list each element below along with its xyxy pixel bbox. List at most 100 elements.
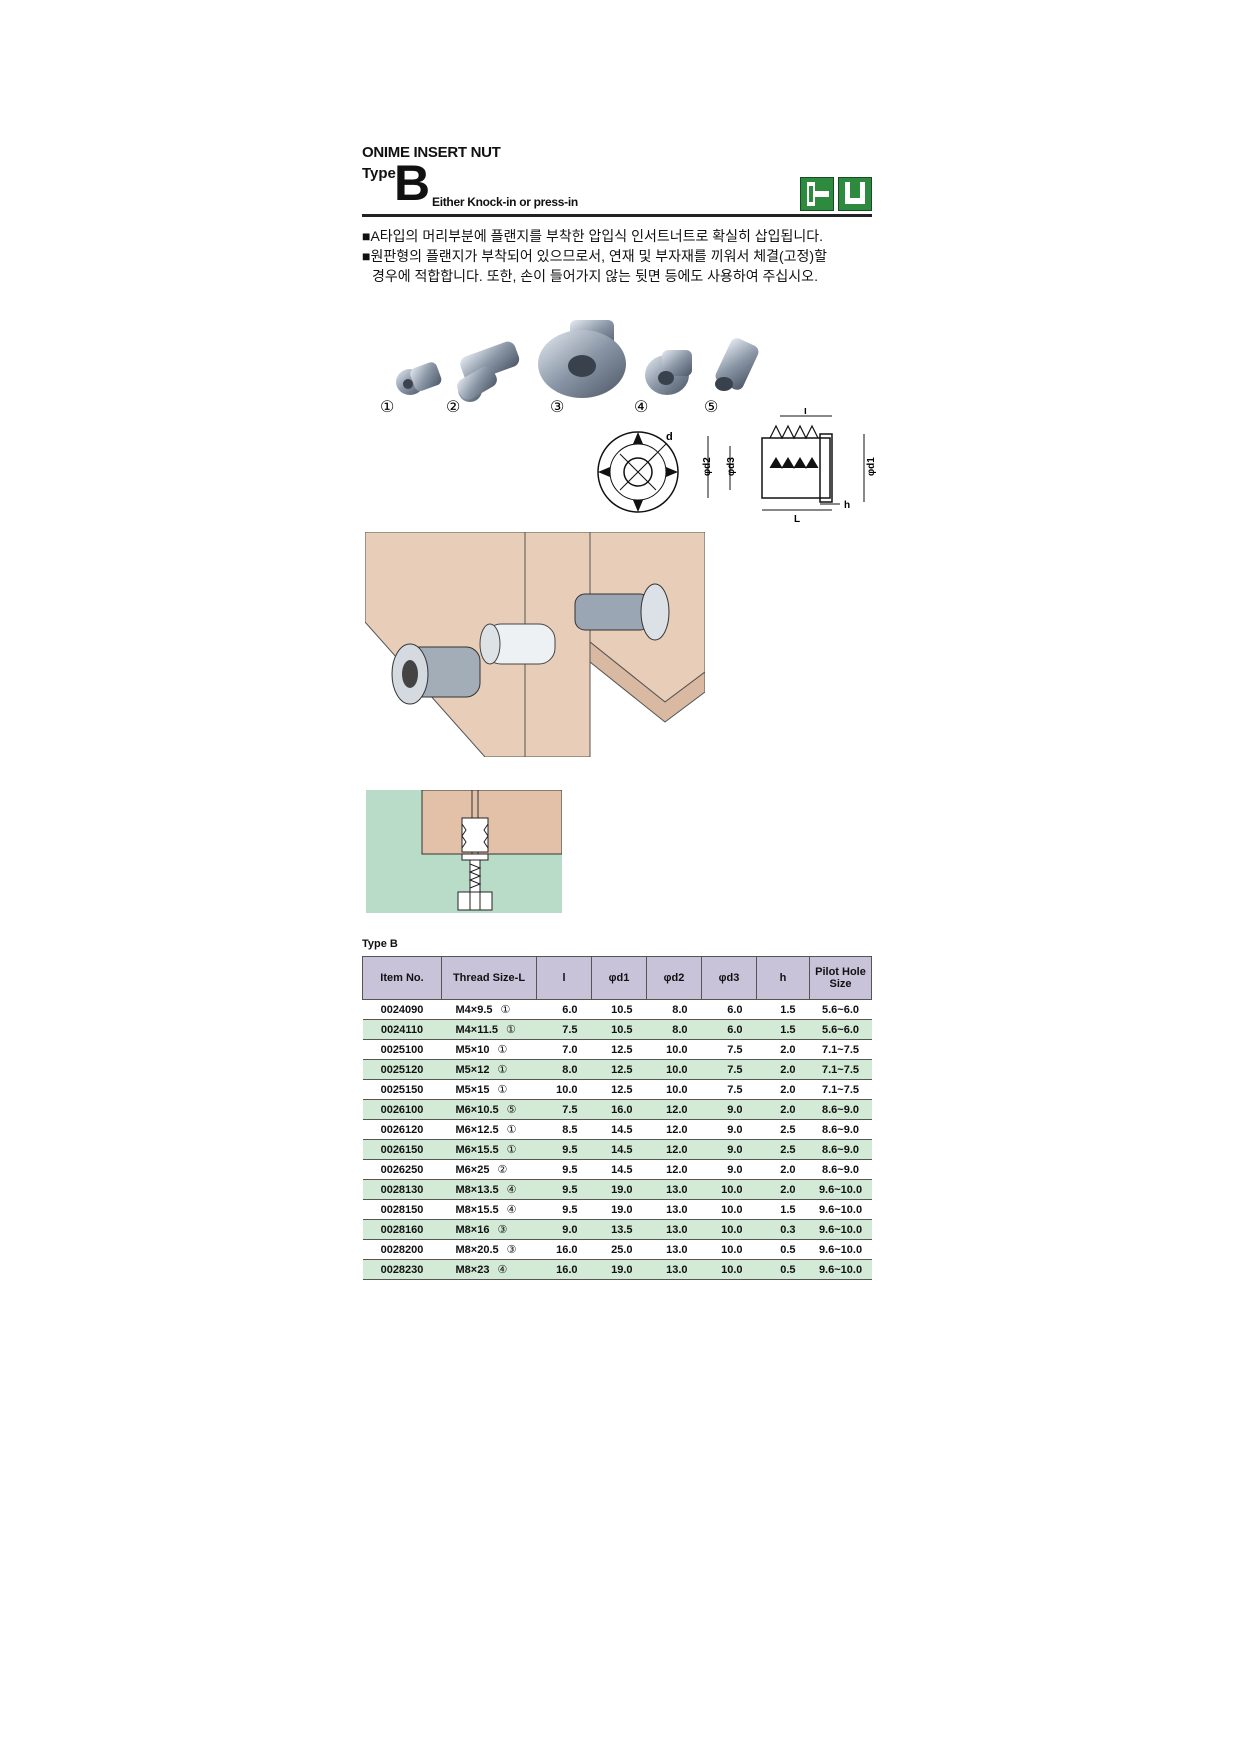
description-line-1: ■A타입의 머리부분에 플랜지를 부착한 압입식 인서트너트로 확실히 삽입됩니…: [362, 228, 824, 244]
cell-h: 2.5: [756, 1139, 810, 1160]
cell-d1: 12.5: [591, 1079, 647, 1100]
description: ■A타입의 머리부분에 플랜지를 부착한 압입식 인서트너트로 확실히 삽입됩니…: [362, 226, 882, 286]
cell-item-no: 0026250: [362, 1159, 442, 1180]
thread-size-value: M8×20.5: [455, 1244, 499, 1256]
type-word: Type: [362, 165, 396, 182]
cell-pilot-hole: 7.1~7.5: [809, 1059, 872, 1080]
thread-size-value: M6×12.5: [455, 1124, 499, 1136]
cell-pilot-hole: 9.6~10.0: [809, 1179, 872, 1200]
cell-l: 6.0: [536, 999, 592, 1020]
cell-item-no: 0024090: [362, 999, 442, 1020]
cell-d1: 10.5: [591, 1019, 647, 1040]
cell-item-no: 0028150: [362, 1199, 442, 1220]
cell-d2: 8.0: [646, 999, 702, 1020]
cell-h: 2.0: [756, 1059, 810, 1080]
product-4-icon: [645, 350, 692, 395]
cell-d1: 14.5: [591, 1139, 647, 1160]
cell-l: 9.5: [536, 1199, 592, 1220]
product-ref: ④: [506, 1204, 517, 1216]
cell-h: 1.5: [756, 999, 810, 1020]
product-1-icon: [396, 362, 442, 395]
cell-d1: 19.0: [591, 1179, 647, 1200]
product-ref: ①: [497, 1064, 508, 1076]
cell-pilot-hole: 5.6~6.0: [809, 1019, 872, 1040]
cell-d3: 6.0: [701, 1019, 757, 1040]
cell-d2: 10.0: [646, 1039, 702, 1060]
thread-size-value: M5×15: [455, 1084, 490, 1096]
dim-d: d: [666, 431, 673, 443]
thread-size-value: M4×11.5: [455, 1024, 499, 1036]
product-ref: ③: [497, 1224, 508, 1236]
cell-d2: 12.0: [646, 1139, 702, 1160]
col-thread-size: Thread Size-L: [441, 956, 537, 1000]
cell-d2: 12.0: [646, 1099, 702, 1120]
cell-item-no: 0028130: [362, 1179, 442, 1200]
col-d1: φd1: [591, 956, 647, 1000]
cell-l: 9.5: [536, 1179, 592, 1200]
product-photos: ① ② ③ ④ ⑤: [380, 320, 759, 416]
cell-h: 1.5: [756, 1199, 810, 1220]
cell-l: 7.0: [536, 1039, 592, 1060]
front-view-drawing: d: [597, 431, 679, 513]
cell-d3: 10.0: [701, 1199, 757, 1220]
cell-h: 0.5: [756, 1259, 810, 1280]
product-2-icon: [457, 341, 520, 402]
col-d3: φd3: [701, 956, 757, 1000]
wood-assembly-illustration: [365, 532, 705, 757]
product-label-3: ③: [550, 399, 564, 416]
thread-size-value: M6×25: [455, 1164, 490, 1176]
cell-d2: 10.0: [646, 1079, 702, 1100]
cell-d2: 13.0: [646, 1179, 702, 1200]
cell-l: 10.0: [536, 1079, 592, 1100]
cross-section-panel: [366, 790, 562, 913]
dim-d3: φd3: [726, 457, 737, 476]
thread-size-value: M8×13.5: [455, 1184, 499, 1196]
thread-size-value: M6×15.5: [455, 1144, 499, 1156]
spec-table: Item No. Thread Size-L l φd1 φd2 φd3 h P…: [362, 956, 872, 1280]
cell-d1: 14.5: [591, 1159, 647, 1180]
cell-h: 0.5: [756, 1239, 810, 1260]
cell-d3: 9.0: [701, 1139, 757, 1160]
product-ref: ①: [500, 1004, 511, 1016]
cell-l: 9.0: [536, 1219, 592, 1240]
cell-d3: 10.0: [701, 1219, 757, 1240]
cell-h: 2.0: [756, 1159, 810, 1180]
thread-size-value: M8×15.5: [455, 1204, 499, 1216]
description-line-2: ■원판형의 플랜지가 부착되어 있으므로서, 연재 및 부자재를 끼워서 체결(…: [362, 248, 827, 264]
cell-item-no: 0026120: [362, 1119, 442, 1140]
cell-d2: 10.0: [646, 1059, 702, 1080]
cell-item-no: 0025100: [362, 1039, 442, 1060]
dim-L: L: [794, 514, 800, 525]
cell-item-no: 0028160: [362, 1219, 442, 1240]
type-letter: B: [394, 155, 431, 211]
cell-d2: 12.0: [646, 1159, 702, 1180]
cell-d3: 9.0: [701, 1159, 757, 1180]
cell-d2: 12.0: [646, 1119, 702, 1140]
cell-pilot-hole: 9.6~10.0: [809, 1259, 872, 1280]
product-label-2: ②: [446, 399, 460, 416]
cell-h: 0.3: [756, 1219, 810, 1240]
table-header-row: Item No. Thread Size-L l φd1 φd2 φd3 h P…: [362, 956, 872, 1000]
cell-pilot-hole: 9.6~10.0: [809, 1219, 872, 1240]
cell-d1: 12.5: [591, 1059, 647, 1080]
cell-d2: 8.0: [646, 1019, 702, 1040]
cell-d2: 13.0: [646, 1199, 702, 1220]
cell-pilot-hole: 7.1~7.5: [809, 1079, 872, 1100]
cell-pilot-hole: 8.6~9.0: [809, 1119, 872, 1140]
thread-size-value: M5×12: [455, 1064, 490, 1076]
col-h: h: [756, 956, 810, 1000]
